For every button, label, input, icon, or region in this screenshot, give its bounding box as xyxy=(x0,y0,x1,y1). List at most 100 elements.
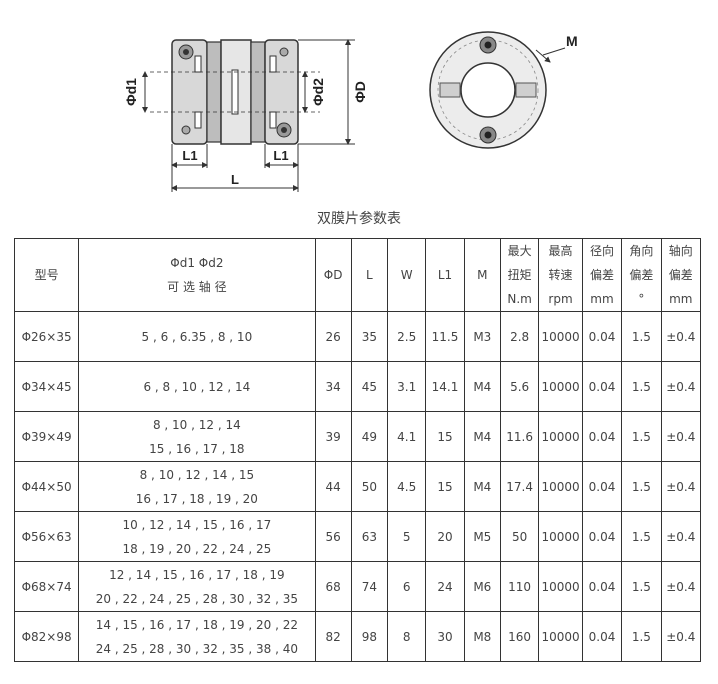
header-axial-l2: 偏差 xyxy=(668,268,693,282)
cell-L: 35 xyxy=(350,311,389,362)
cell-bore-line1: 6 , 8 , 10 , 12 , 14 xyxy=(143,379,251,394)
cell-W: 3.1 xyxy=(387,361,427,412)
cell-model: Φ82×98 xyxy=(13,611,80,662)
cell-bore-line2: 24 , 25 , 28 , 30 , 32 , 35 , 38 , 40 xyxy=(95,641,298,656)
cell-angular: 1.5 xyxy=(621,511,662,562)
header-L1: L1 xyxy=(425,238,465,312)
cell-L: 50 xyxy=(350,461,389,512)
cell-speed: 10000 xyxy=(538,561,583,612)
cell-W: 8 xyxy=(387,611,427,662)
cell-model: Φ68×74 xyxy=(13,561,80,612)
cell-model: Φ26×35 xyxy=(13,311,80,362)
cell-bore-line2: 18 , 19 , 20 , 22 , 24 , 25 xyxy=(122,541,272,556)
cell-W: 4.1 xyxy=(387,411,427,462)
cell-radial: 0.04 xyxy=(581,461,623,512)
cell-D: 44 xyxy=(314,461,352,512)
cell-L: 49 xyxy=(350,411,389,462)
header-axial-l3: mm xyxy=(669,292,693,306)
cell-radial: 0.04 xyxy=(581,411,623,462)
cell-W: 6 xyxy=(387,561,427,612)
cell-L1: 30 xyxy=(425,611,465,662)
header-angular-l3: ° xyxy=(638,292,645,306)
header-radial-l3: mm xyxy=(590,292,614,306)
header-bore-line2: 可 选 轴 径 xyxy=(167,280,227,294)
dimension-lines xyxy=(142,39,355,192)
header-M: M xyxy=(463,238,501,312)
header-torque: 最大 扭矩 N.m xyxy=(499,238,540,312)
cell-L: 45 xyxy=(350,361,389,412)
cell-L1: 15 xyxy=(425,411,465,462)
cell-M: M3 xyxy=(463,311,501,362)
header-axial-l1: 轴向 xyxy=(668,244,693,258)
cell-L1: 24 xyxy=(425,561,465,612)
cell-radial: 0.04 xyxy=(581,561,623,612)
cell-model: Φ34×45 xyxy=(13,361,80,412)
cell-M: M4 xyxy=(463,361,501,412)
header-torque-l3: N.m xyxy=(507,292,532,306)
label-d2: Φd2 xyxy=(310,78,326,106)
header-speed-l3: rpm xyxy=(548,292,573,306)
cell-speed: 10000 xyxy=(538,511,583,562)
cell-W: 5 xyxy=(387,511,427,562)
table-row: Φ34×45 6 , 8 , 10 , 12 , 14 34 45 3.1 14… xyxy=(13,361,702,412)
header-row: 型号 Φd1 Φd2 可 选 轴 径 ΦD L W L1 M 最大 扭矩 N.m… xyxy=(13,238,702,312)
cell-bore: 8 , 10 , 12 , 14 , 15 16 , 17 , 18 , 19 ,… xyxy=(78,461,316,512)
cell-speed: 10000 xyxy=(538,311,583,362)
cell-bore-line1: 8 , 10 , 12 , 14 , 15 xyxy=(139,467,255,482)
cell-M: M5 xyxy=(463,511,501,562)
header-speed-l2: 转速 xyxy=(548,268,573,282)
cell-speed: 10000 xyxy=(538,411,583,462)
cell-radial: 0.04 xyxy=(581,611,623,662)
header-angular: 角向 偏差 ° xyxy=(621,238,662,312)
cell-speed: 10000 xyxy=(538,461,583,512)
cell-angular: 1.5 xyxy=(621,311,662,362)
cell-torque: 5.6 xyxy=(499,361,540,412)
cell-D: 39 xyxy=(314,411,352,462)
label-L1-right: L1 xyxy=(273,148,288,163)
cell-bore-line1: 8 , 10 , 12 , 14 xyxy=(152,417,241,432)
table-row: Φ26×35 5 , 6 , 6.35 , 8 , 10 26 35 2.5 1… xyxy=(13,311,702,362)
cell-L1: 14.1 xyxy=(425,361,465,412)
header-torque-l1: 最大 xyxy=(507,244,532,258)
table-row: Φ82×98 14 , 15 , 16 , 17 , 18 , 19 , 20 … xyxy=(13,611,702,662)
cell-D: 82 xyxy=(314,611,352,662)
cell-D: 34 xyxy=(314,361,352,412)
cell-L: 74 xyxy=(350,561,389,612)
cell-angular: 1.5 xyxy=(621,611,662,662)
table-caption: 双膜片参数表 xyxy=(317,211,401,227)
header-bore: Φd1 Φd2 可 选 轴 径 xyxy=(78,238,316,312)
header-L: L xyxy=(350,238,389,312)
header-bore-line1: Φd1 Φd2 xyxy=(170,256,224,270)
cell-axial: ±0.4 xyxy=(660,411,702,462)
label-L: L xyxy=(231,172,239,187)
spec-table: 型号 Φd1 Φd2 可 选 轴 径 ΦD L W L1 M 最大 扭矩 N.m… xyxy=(13,238,702,662)
header-speed-l1: 最高 xyxy=(548,244,573,258)
coupling-drawing: Φd1 Φd2 ΦD L1 L1 L M xyxy=(123,31,578,192)
cell-radial: 0.04 xyxy=(581,511,623,562)
cell-angular: 1.5 xyxy=(621,361,662,412)
cell-M: M4 xyxy=(463,461,501,512)
cell-model: Φ44×50 xyxy=(13,461,80,512)
cell-speed: 10000 xyxy=(538,361,583,412)
cell-bore: 6 , 8 , 10 , 12 , 14 xyxy=(78,361,316,412)
cell-torque: 50 xyxy=(499,511,540,562)
cell-radial: 0.04 xyxy=(581,311,623,362)
cell-bore-line2: 20 , 22 , 24 , 25 , 28 , 30 , 32 , 35 xyxy=(95,591,298,606)
cell-bore-line2: 15 , 16 , 17 , 18 xyxy=(149,441,245,456)
label-D: ΦD xyxy=(352,81,368,103)
header-speed: 最高 转速 rpm xyxy=(538,238,583,312)
cell-bore: 8 , 10 , 12 , 14 15 , 16 , 17 , 18 xyxy=(78,411,316,462)
cell-torque: 2.8 xyxy=(499,311,540,362)
cell-bore-line2: 16 , 17 , 18 , 19 , 20 xyxy=(135,491,258,506)
cell-M: M4 xyxy=(463,411,501,462)
cell-angular: 1.5 xyxy=(621,561,662,612)
header-radial-l1: 径向 xyxy=(589,244,614,258)
cell-D: 26 xyxy=(314,311,352,362)
cell-bore: 5 , 6 , 6.35 , 8 , 10 xyxy=(78,311,316,362)
cell-D: 56 xyxy=(314,511,352,562)
